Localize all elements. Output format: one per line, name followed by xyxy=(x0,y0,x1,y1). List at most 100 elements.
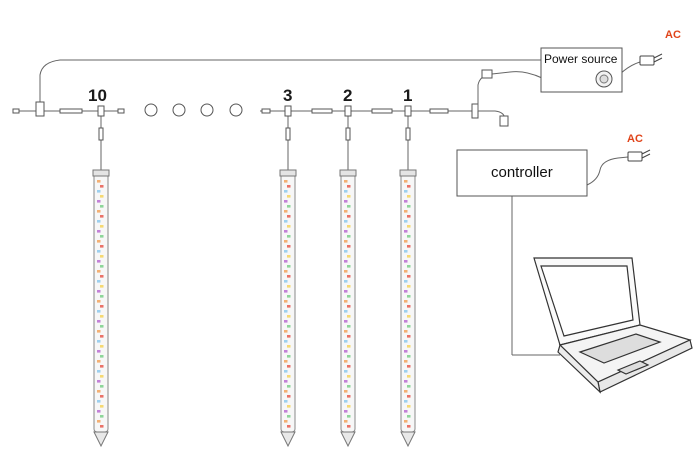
led-dot xyxy=(404,220,408,223)
connector-icon xyxy=(311,108,333,114)
led-dot xyxy=(407,395,411,398)
led-dot xyxy=(100,325,104,328)
led-dot xyxy=(97,370,101,373)
tube-number-2: 2 xyxy=(343,86,353,105)
right-wiring xyxy=(477,61,641,356)
led-dot xyxy=(284,240,288,243)
led-dot xyxy=(284,350,288,353)
led-dot xyxy=(347,245,351,248)
led-dot xyxy=(287,285,291,288)
led-dot xyxy=(284,260,288,263)
led-dot xyxy=(100,295,104,298)
led-dot xyxy=(344,310,348,313)
led-dot xyxy=(100,385,104,388)
led-dot xyxy=(100,215,104,218)
led-dot xyxy=(287,225,291,228)
led-dot xyxy=(347,355,351,358)
tube-cap xyxy=(279,169,297,177)
power-source-box xyxy=(540,47,623,93)
led-dot xyxy=(100,305,104,308)
connector-icon xyxy=(481,69,493,79)
led-dot xyxy=(347,225,351,228)
led-dot xyxy=(407,355,411,358)
led-dot xyxy=(284,420,288,423)
led-dot xyxy=(284,270,288,273)
led-dot xyxy=(404,260,408,263)
led-dot xyxy=(287,405,291,408)
connector-icon xyxy=(499,115,509,127)
led-dot xyxy=(287,295,291,298)
led-dot xyxy=(287,365,291,368)
led-dot xyxy=(100,365,104,368)
led-dot xyxy=(287,205,291,208)
led-dot xyxy=(344,410,348,413)
power-source-label: Power source xyxy=(544,52,618,66)
connector-icon xyxy=(371,108,393,114)
tube-cap xyxy=(92,169,110,177)
led-dot xyxy=(284,360,288,363)
led-dot xyxy=(404,190,408,193)
led-dot xyxy=(284,380,288,383)
led-dot xyxy=(100,345,104,348)
led-dot xyxy=(407,415,411,418)
led-dot xyxy=(97,280,101,283)
led-dot xyxy=(407,405,411,408)
led-dot xyxy=(100,335,104,338)
led-dot xyxy=(100,245,104,248)
led-dot xyxy=(97,210,101,213)
tube-number-3: 3 xyxy=(283,86,293,105)
connector-icon xyxy=(429,108,449,114)
tube-tip xyxy=(400,431,416,448)
led-dot xyxy=(100,355,104,358)
led-dot xyxy=(97,360,101,363)
led-dot xyxy=(100,225,104,228)
led-dot xyxy=(344,230,348,233)
laptop-icon xyxy=(533,257,693,394)
led-dot xyxy=(407,195,411,198)
tube-tip xyxy=(280,431,296,448)
led-dot xyxy=(97,410,101,413)
led-dot xyxy=(284,410,288,413)
led-dot xyxy=(344,200,348,203)
led-dot xyxy=(97,230,101,233)
led-dot xyxy=(284,200,288,203)
led-dot xyxy=(407,235,411,238)
led-dot xyxy=(284,210,288,213)
plug-icon xyxy=(627,149,651,162)
led-dot xyxy=(344,260,348,263)
led-dot xyxy=(97,340,101,343)
led-dot xyxy=(404,330,408,333)
led-dot xyxy=(404,310,408,313)
led-dot xyxy=(404,280,408,283)
led-dot xyxy=(100,255,104,258)
connector-icon xyxy=(344,105,352,117)
led-dot xyxy=(287,185,291,188)
led-dot xyxy=(404,240,408,243)
bus-connectors xyxy=(12,103,479,119)
led-dot xyxy=(284,320,288,323)
led-dot xyxy=(347,265,351,268)
led-dot xyxy=(287,425,291,428)
led-dot xyxy=(347,285,351,288)
led-dot xyxy=(100,405,104,408)
led-dot xyxy=(407,345,411,348)
led-dot xyxy=(97,390,101,393)
tube-2 xyxy=(339,105,357,448)
tube-3 xyxy=(279,105,297,448)
led-dot xyxy=(407,305,411,308)
led-dot xyxy=(284,310,288,313)
led-dot xyxy=(407,375,411,378)
power-knob-icon xyxy=(595,70,613,88)
connector-icon xyxy=(12,108,20,114)
led-dot xyxy=(347,345,351,348)
led-dot xyxy=(344,330,348,333)
led-dot xyxy=(284,340,288,343)
tube-10 xyxy=(92,105,110,448)
led-tubes xyxy=(92,105,417,448)
led-dot xyxy=(287,265,291,268)
led-dot xyxy=(97,400,101,403)
led-dot xyxy=(100,315,104,318)
led-dot xyxy=(347,325,351,328)
led-dot xyxy=(97,330,101,333)
led-dot xyxy=(97,290,101,293)
